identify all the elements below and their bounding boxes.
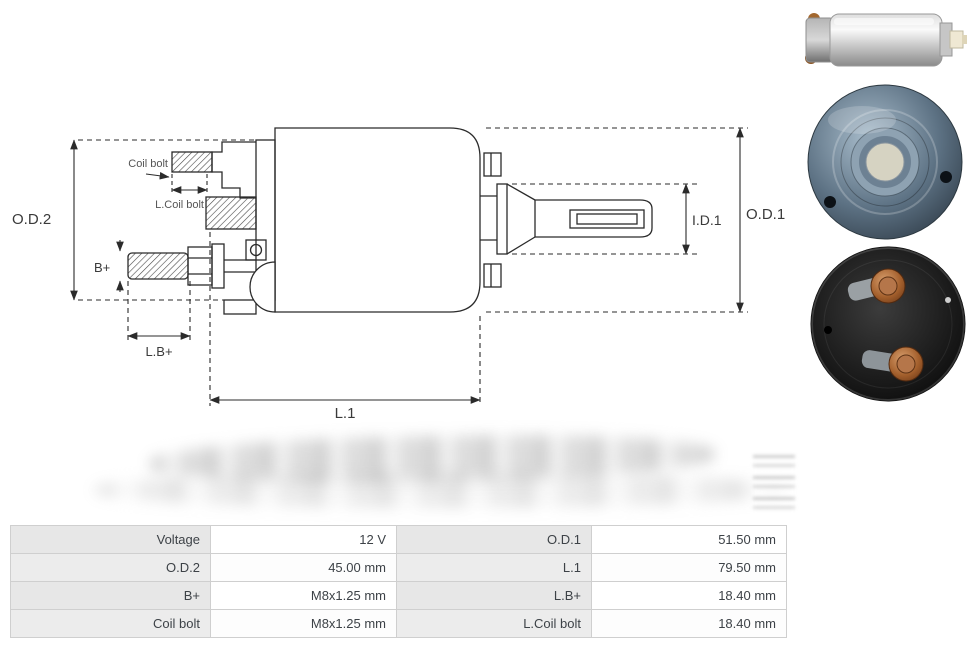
solenoid-outline: [127, 127, 653, 315]
dimension-od2: [70, 139, 256, 301]
spec-label: L.Coil bolt: [397, 610, 592, 638]
dimension-lb-plus: [127, 281, 191, 344]
spec-label: L.B+: [397, 582, 592, 610]
dimension-l1: [209, 232, 481, 406]
spec-value: 79.50 mm: [592, 554, 787, 582]
spec-label: Voltage: [11, 526, 211, 554]
spec-label: L.1: [397, 554, 592, 582]
dim-label-l-coil-bolt: L.Coil bolt: [155, 199, 204, 211]
spec-table: Voltage 12 V O.D.1 51.50 mm O.D.2 45.00 …: [10, 525, 787, 638]
dim-label-lb-plus: L.B+: [145, 344, 172, 359]
spec-row: B+ M8x1.25 mm L.B+ 18.40 mm: [11, 582, 787, 610]
spec-value: 45.00 mm: [211, 554, 397, 582]
product-photo-front-view: [800, 82, 970, 242]
watermark-side-marks: [753, 455, 795, 517]
spec-value: 51.50 mm: [592, 526, 787, 554]
spec-label: O.D.2: [11, 554, 211, 582]
dim-label-l1: L.1: [335, 405, 356, 422]
spec-row: Coil bolt M8x1.25 mm L.Coil bolt 18.40 m…: [11, 610, 787, 638]
spec-label: Coil bolt: [11, 610, 211, 638]
spec-label: O.D.1: [397, 526, 592, 554]
spec-value: 18.40 mm: [592, 582, 787, 610]
dimension-od1: [486, 127, 748, 313]
dim-label-id1: I.D.1: [692, 212, 722, 228]
spec-row: Voltage 12 V O.D.1 51.50 mm: [11, 526, 787, 554]
spec-row: O.D.2 45.00 mm L.1 79.50 mm: [11, 554, 787, 582]
spec-value: 18.40 mm: [592, 610, 787, 638]
technical-diagram: O.D.2 O.D.1 I.D.1 L.1 L.B+: [12, 127, 785, 422]
product-photo-back-view: [802, 244, 972, 404]
watermark-blur: [95, 428, 795, 528]
dimension-l-coil-bolt: [171, 174, 208, 194]
product-photo-side-view: [798, 6, 970, 76]
spec-value: M8x1.25 mm: [211, 610, 397, 638]
dim-label-od2: O.D.2: [12, 211, 51, 228]
dimension-coil-bolt: [145, 171, 170, 180]
dim-label-b-plus: B+: [94, 260, 110, 275]
spec-value: M8x1.25 mm: [211, 582, 397, 610]
dim-label-od1: O.D.1: [746, 206, 785, 223]
dimension-id1: [512, 183, 700, 255]
dim-label-coil-bolt: Coil bolt: [128, 158, 168, 170]
spec-value: 12 V: [211, 526, 397, 554]
spec-label: B+: [11, 582, 211, 610]
